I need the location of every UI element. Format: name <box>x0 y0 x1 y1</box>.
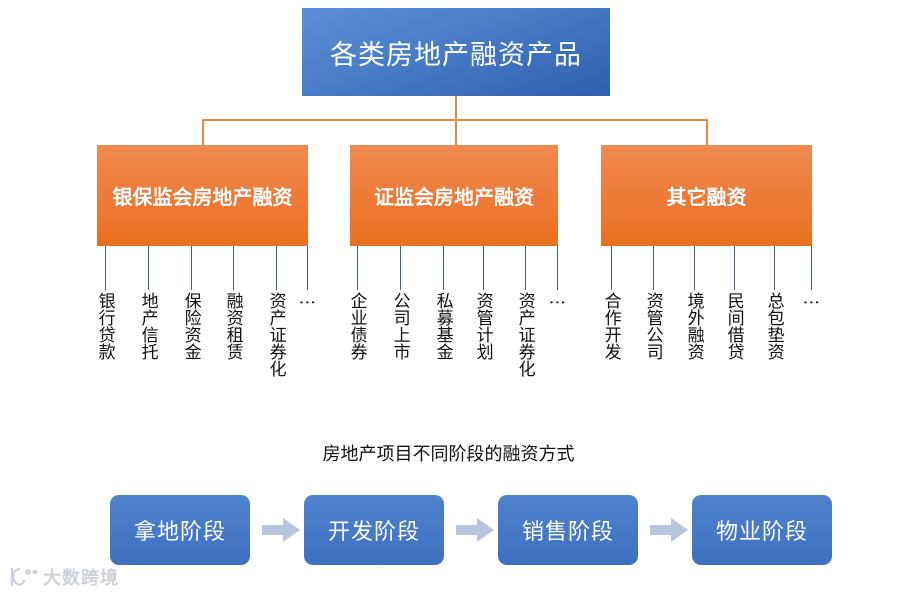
leaf-stem <box>232 246 234 290</box>
leaf-stem <box>733 246 735 290</box>
leaf-stem <box>693 246 695 290</box>
leaf-item: 资产证券化 <box>512 246 538 377</box>
leaf-stem <box>482 246 484 290</box>
leaf-stem <box>556 246 558 290</box>
leaf-stem <box>306 246 308 290</box>
leaf-label: 资管公司 <box>643 292 663 360</box>
leaf-stem <box>773 246 775 290</box>
leaf-label: 银行贷款 <box>95 292 115 360</box>
leaf-item: 民间借贷 <box>721 246 747 360</box>
leaf-ellipsis: ⋮ <box>298 294 317 313</box>
stage-box-development: 开发阶段 <box>304 495 444 565</box>
leaf-label: 民间借贷 <box>724 292 744 360</box>
leaf-item: 私募基金 <box>430 246 456 360</box>
section-subtitle: 房地产项目不同阶段的融资方式 <box>322 444 575 464</box>
leaf-item-ellipsis: ⋮ <box>544 246 570 313</box>
leaf-item: 资管公司 <box>640 246 666 360</box>
category-box-3: 其它融资 <box>601 145 812 246</box>
leaf-stem <box>442 246 444 290</box>
stage-box-land-acquisition: 拿地阶段 <box>110 495 250 565</box>
brand-logo-icon <box>8 565 38 589</box>
leaf-item: 境外融资 <box>681 246 707 360</box>
stage-box-sales: 销售阶段 <box>498 495 638 565</box>
leaf-stem <box>399 246 401 290</box>
stage-box-property-management: 物业阶段 <box>692 495 832 565</box>
root-node-label: 各类房地产融资产品 <box>330 39 582 70</box>
leaf-item-ellipsis: ⋮ <box>798 246 824 313</box>
leaf-item: 地产信托 <box>135 246 161 360</box>
leaf-label: 地产信托 <box>138 292 158 360</box>
leaf-label: 融资租赁 <box>223 292 243 360</box>
category-label-2: 证监会房地产融资 <box>374 187 534 209</box>
leaf-label: 境外融资 <box>684 292 704 360</box>
category-label-1: 银保监会房地产融资 <box>112 187 293 209</box>
watermark: 大数跨境 <box>8 564 119 590</box>
leaf-item: 资管计划 <box>470 246 496 360</box>
leaf-stem <box>610 246 612 290</box>
stage-label: 开发阶段 <box>327 519 420 544</box>
stage-arrow-icon <box>262 518 300 542</box>
category-label-3: 其它融资 <box>666 187 747 209</box>
leaf-ellipsis: ⋮ <box>802 294 821 313</box>
watermark-text: 大数跨境 <box>43 568 119 588</box>
stage-label: 销售阶段 <box>521 519 614 544</box>
leaf-label: 资产证券化 <box>266 292 286 377</box>
leaf-item: 银行贷款 <box>92 246 118 360</box>
category-box-1: 银保监会房地产融资 <box>97 145 308 246</box>
leaf-label: 保险资金 <box>181 292 201 360</box>
leaf-item: 资产证券化 <box>263 246 289 377</box>
connector-branch-2 <box>455 119 457 145</box>
leaf-stem <box>524 246 526 290</box>
leaf-label: 合作开发 <box>601 292 621 360</box>
leaf-stem <box>356 246 358 290</box>
stage-label: 物业阶段 <box>715 519 808 544</box>
leaf-item: 合作开发 <box>598 246 624 360</box>
leaf-stem <box>190 246 192 290</box>
leaf-item: 融资租赁 <box>220 246 246 360</box>
leaf-label: 资产证券化 <box>515 292 535 377</box>
leaf-stem <box>104 246 106 290</box>
leaf-label: 资管计划 <box>473 292 493 360</box>
leaf-label: 总包垫资 <box>764 292 784 360</box>
leaf-label: 公司上市 <box>390 292 410 360</box>
leaf-ellipsis: ⋮ <box>548 294 567 313</box>
leaf-stem <box>810 246 812 290</box>
leaf-item: 公司上市 <box>387 246 413 360</box>
leaf-item: 保险资金 <box>178 246 204 360</box>
leaf-stem <box>147 246 149 290</box>
leaf-item-ellipsis: ⋮ <box>294 246 320 313</box>
leaf-item: 企业债券 <box>344 246 370 360</box>
stage-arrow-icon <box>650 518 688 542</box>
connector-branch-1 <box>202 119 204 145</box>
category-box-2: 证监会房地产融资 <box>350 145 558 246</box>
stage-label: 拿地阶段 <box>133 519 226 544</box>
connector-branch-3 <box>706 119 708 145</box>
leaf-item: 总包垫资 <box>761 246 787 360</box>
leaf-stem <box>275 246 277 290</box>
leaf-label: 私募基金 <box>433 292 453 360</box>
leaf-label: 企业债券 <box>347 292 367 360</box>
root-node-financing-products: 各类房地产融资产品 <box>302 8 610 96</box>
leaf-stem <box>652 246 654 290</box>
stage-arrow-icon <box>456 518 494 542</box>
